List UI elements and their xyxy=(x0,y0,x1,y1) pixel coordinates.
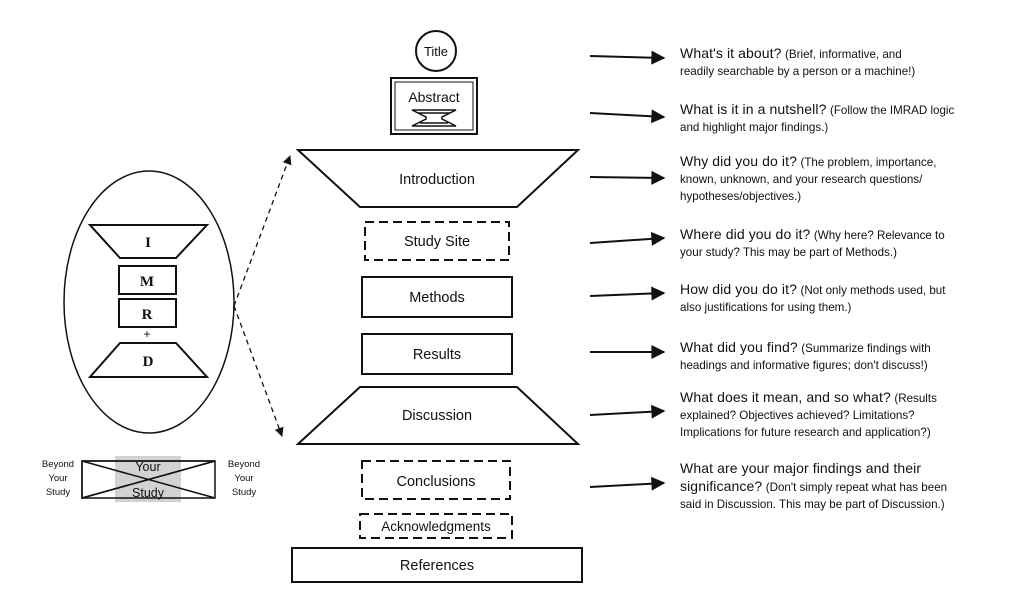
discussion-label: Discussion xyxy=(402,408,472,424)
imrad-d-shape xyxy=(87,342,210,378)
desc-study-site-line2: your study? This may be part of Methods.… xyxy=(680,246,897,259)
acknowledgments-box xyxy=(359,513,513,539)
desc-discussion-question: What does it mean, and so what? xyxy=(680,389,891,405)
arrow-title xyxy=(589,50,666,65)
beyond-right-3: Study xyxy=(232,487,257,498)
imrad-m-label: M xyxy=(140,274,154,290)
desc-study-site: Where did you do it? (Why here? Relevanc… xyxy=(680,226,1010,261)
desc-introduction: Why did you do it? (The problem, importa… xyxy=(680,153,1010,205)
desc-abstract-line1: (Follow the IMRAD logic xyxy=(829,104,955,117)
hourglass-icon xyxy=(411,109,457,127)
beyond-left-3: Study xyxy=(46,487,71,498)
desc-discussion: What does it mean, and so what? (Results… xyxy=(680,389,1010,441)
desc-introduction-question: Why did you do it? xyxy=(680,153,797,169)
conclusions-box xyxy=(361,460,511,500)
desc-title-line2: readily searchable by a person or a mach… xyxy=(680,65,916,78)
desc-methods: How did you do it? (Not only methods use… xyxy=(680,281,1010,316)
study-site-box xyxy=(364,221,510,261)
desc-conclusions-line2: said in Discussion. This may be part of … xyxy=(680,498,945,511)
imrad-d-label: D xyxy=(143,354,154,370)
dashed-arrow-down xyxy=(233,305,284,437)
desc-conclusions-line1: (Don't simply repeat what has been xyxy=(765,481,948,494)
desc-study-site-question: Where did you do it? xyxy=(680,226,811,242)
desc-methods-question: How did you do it? xyxy=(680,281,797,297)
desc-introduction-line2: known, unknown, and your research questi… xyxy=(680,173,923,186)
beyond-left-1: Beyond xyxy=(42,459,74,470)
methods-box xyxy=(361,276,513,318)
your-label: Your xyxy=(135,460,160,474)
discussion-shape xyxy=(295,386,581,445)
imrad-i-shape xyxy=(87,224,210,259)
desc-methods-line2: also justifications for using them.) xyxy=(680,301,852,314)
abstract-box xyxy=(390,77,478,135)
references-box xyxy=(291,547,583,583)
conclusions-label: Conclusions xyxy=(397,474,476,490)
desc-study-site-line1: (Why here? Relevance to xyxy=(813,229,945,242)
imrad-r-box xyxy=(118,298,177,328)
arrow-introduction xyxy=(589,170,666,185)
title-label: Title xyxy=(424,44,448,59)
desc-title-line1: (Brief, informative, and xyxy=(785,48,902,61)
dashed-arrow-up xyxy=(233,155,292,307)
desc-abstract-question: What is it in a nutshell? xyxy=(680,101,827,117)
desc-abstract: What is it in a nutshell? (Follow the IM… xyxy=(680,101,1010,136)
desc-title-question: What's it about? xyxy=(680,45,782,61)
desc-methods-line1: (Not only methods used, but xyxy=(800,284,946,297)
study-label: Study xyxy=(132,486,165,500)
desc-abstract-line2: and highlight major findings.) xyxy=(680,121,829,134)
results-label: Results xyxy=(413,347,461,363)
arrow-conclusions xyxy=(589,476,666,491)
imrad-i-label: I xyxy=(145,235,151,251)
desc-discussion-line1: (Results xyxy=(894,392,937,405)
study-site-label: Study Site xyxy=(404,234,470,250)
introduction-label: Introduction xyxy=(399,172,475,188)
desc-results-line2: headings and informative figures; don't … xyxy=(680,359,928,372)
arrow-discussion xyxy=(589,404,666,419)
beyond-right-2: Your xyxy=(234,473,253,484)
arrow-methods xyxy=(589,286,666,301)
abstract-label: Abstract xyxy=(408,89,459,105)
desc-introduction-line3: hypotheses/objectives.) xyxy=(680,190,802,203)
results-box xyxy=(361,333,513,375)
imrad-m-box xyxy=(118,265,177,295)
desc-results-line1: (Summarize findings with xyxy=(801,342,931,355)
desc-title: What's it about? (Brief, informative, an… xyxy=(680,45,1010,80)
imrad-plus: + xyxy=(143,327,150,341)
introduction-shape xyxy=(295,149,581,208)
arrow-abstract xyxy=(589,109,666,124)
references-label: References xyxy=(400,558,474,574)
methods-label: Methods xyxy=(409,290,465,306)
desc-introduction-line1: (The problem, importance, xyxy=(800,156,937,169)
acknowledgments-label: Acknowledgments xyxy=(381,519,491,534)
beyond-right-1: Beyond xyxy=(228,459,260,470)
desc-conclusions-question2: significance? xyxy=(680,478,763,494)
title-circle xyxy=(415,30,457,72)
desc-results-question: What did you find? xyxy=(680,339,798,355)
desc-results: What did you find? (Summarize findings w… xyxy=(680,339,1010,374)
beyond-left-2: Your xyxy=(48,473,67,484)
imrad-r-label: R xyxy=(142,307,153,323)
desc-discussion-line3: Implications for future research and app… xyxy=(680,426,931,439)
desc-conclusions-question: What are your major findings and their xyxy=(680,460,922,476)
desc-discussion-line2: explained? Objectives achieved? Limitati… xyxy=(680,409,915,422)
desc-conclusions: What are your major findings and their s… xyxy=(680,460,1010,513)
arrow-study-site xyxy=(589,231,666,246)
